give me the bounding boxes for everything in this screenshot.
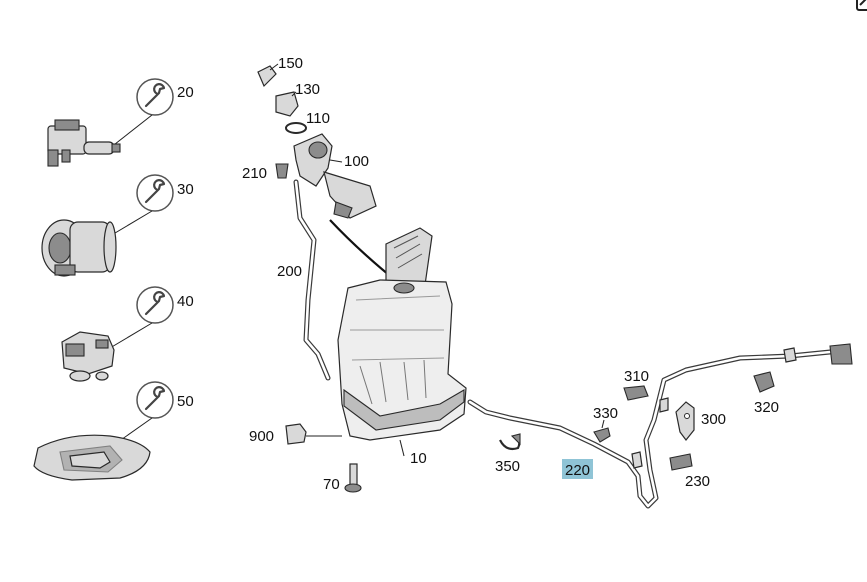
bracket-part-300: 300 [675,401,726,441]
part-30-group: 30 [41,174,194,277]
label-130: 130 [295,81,320,98]
label-50: 50 [177,393,194,410]
label-320: 320 [754,399,779,416]
hose-part-220: 220 [467,343,853,509]
label-210: 210 [242,165,267,182]
label-330: 330 [593,405,618,422]
label-300: 300 [701,411,726,428]
label-900: 900 [249,428,274,445]
label-20: 20 [177,84,194,101]
label-100: 100 [344,153,369,170]
part-200-pipe: 200 [277,179,331,381]
gasket-part-50 [33,434,151,481]
part-40-group: 40 [61,286,194,382]
part-50-group: 50 [33,381,194,481]
label-310: 310 [624,368,649,385]
label-150: 150 [278,55,303,72]
part-320: 320 [753,371,779,416]
motor-part-30 [41,219,117,277]
part-310: 310 [623,368,649,401]
part-900: 900 [249,423,342,445]
part-330: 330 [593,405,618,443]
label-230: 230 [685,473,710,490]
label-220: 220 [565,462,590,479]
label-10: 10 [410,450,427,467]
label-30: 30 [177,181,194,198]
tank-part-10: 10 [337,227,467,467]
pump-part-20 [47,119,121,167]
part-100: 100 [293,133,377,219]
label-200: 200 [277,263,302,280]
label-110: 110 [306,110,330,127]
label-70: 70 [323,476,340,493]
clip-part-350: 350 [495,433,521,475]
part-210: 210 [242,163,289,182]
part-230: 230 [669,453,710,490]
part-130: 130 [275,81,320,117]
module-part-40 [61,331,115,382]
highlight-220 [562,459,593,479]
expand-icon[interactable] [856,0,867,11]
label-350: 350 [495,458,520,475]
part-150: 150 [257,55,303,88]
bolt-part-70: 70 [323,463,362,493]
part-20-group: 20 [47,78,194,167]
label-40: 40 [177,293,194,310]
part-110: 110 [285,110,330,134]
